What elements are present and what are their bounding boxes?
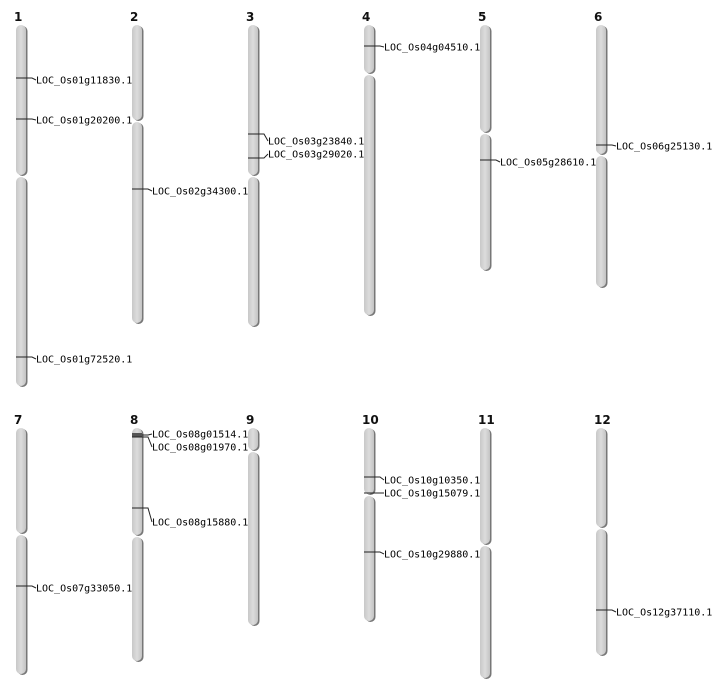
short-arm [364, 25, 374, 73]
gene-label: LOC_Os05g28610.1 [500, 158, 596, 169]
gene-leader-line [26, 585, 37, 589]
long-arm [248, 452, 258, 625]
long-arm [596, 156, 606, 287]
chromosome-label: 8 [130, 413, 138, 427]
gene-leader-line [26, 118, 37, 121]
chromosome-label: 7 [14, 413, 22, 427]
long-arm [596, 529, 606, 655]
chromosome-label: 5 [478, 10, 486, 24]
long-arm [248, 177, 258, 326]
chromosome-9: 9 [246, 413, 260, 626]
short-arm [248, 25, 258, 175]
chromosome-8: 8LOC_Os08g01514.1LOC_Os08g01970.1LOC_Os0… [130, 413, 248, 662]
short-arm [132, 25, 142, 120]
long-arm [132, 537, 142, 661]
gene-label: LOC_Os12g37110.1 [616, 608, 712, 619]
long-arm [480, 546, 490, 678]
chromosome-11: 11 [478, 413, 495, 679]
chromosome-label: 6 [594, 10, 602, 24]
gene-label: LOC_Os04g04510.1 [384, 43, 480, 54]
gene-leader-line [258, 133, 269, 142]
chromosome-label: 2 [130, 10, 138, 24]
gene-leader-line [606, 609, 617, 613]
gene-label: LOC_Os07g33050.1 [36, 584, 132, 595]
gene-label: LOC_Os10g10350.1 [384, 476, 480, 487]
gene-leader-line [142, 433, 153, 436]
short-arm [248, 428, 258, 450]
long-arm [364, 496, 374, 621]
gene-leader-line [26, 356, 37, 360]
gene-leader-line [258, 153, 269, 159]
gene-leader-line [374, 476, 385, 481]
long-arm [16, 177, 26, 386]
chromosome-label: 10 [362, 413, 379, 427]
short-arm [596, 25, 606, 154]
gene-label: LOC_Os10g29880.1 [384, 550, 480, 561]
gene-label: LOC_Os02g34300.1 [152, 187, 248, 198]
long-arm [132, 122, 142, 323]
gene-label: LOC_Os01g20200.1 [36, 116, 132, 127]
long-arm [480, 134, 490, 270]
gene-label: LOC_Os01g72520.1 [36, 355, 132, 366]
chromosome-label: 11 [478, 413, 495, 427]
short-arm [132, 428, 142, 535]
chromosome-label: 9 [246, 413, 254, 427]
short-arm [364, 428, 374, 494]
long-arm [364, 75, 374, 315]
gene-leader-line [142, 188, 153, 192]
chromosome-label: 12 [594, 413, 611, 427]
gene-label: LOC_Os10g15079.1 [384, 489, 480, 500]
chromosome-10: 10LOC_Os10g10350.1LOC_Os10g15079.1LOC_Os… [362, 413, 480, 622]
gene-label: LOC_Os06g25130.1 [616, 142, 712, 153]
gene-label: LOC_Os08g01514.1 [152, 430, 248, 441]
gene-label: LOC_Os03g23840.1 [268, 137, 364, 148]
gene-leader-line [490, 159, 501, 163]
gene-leader-line [142, 436, 153, 448]
short-arm [480, 428, 490, 544]
long-arm [16, 535, 26, 674]
chromosome-1: 1LOC_Os01g11830.1LOC_Os01g20200.1LOC_Os0… [14, 10, 132, 387]
short-arm [16, 428, 26, 533]
gene-label: LOC_Os03g29020.1 [268, 150, 364, 161]
gene-leader-line [374, 45, 385, 48]
chromosome-label: 4 [362, 10, 370, 24]
gene-label: LOC_Os08g15880.1 [152, 518, 248, 529]
gene-leader-line [606, 144, 617, 147]
short-arm [16, 25, 26, 175]
gene-label: LOC_Os08g01970.1 [152, 443, 248, 454]
gene-leader-line [374, 551, 385, 555]
gene-label: LOC_Os01g11830.1 [36, 76, 132, 87]
gene-leader-line [142, 507, 153, 523]
chromosome-label: 1 [14, 10, 22, 24]
short-arm [480, 25, 490, 132]
gene-leader-line [26, 77, 37, 81]
chromosome-label: 3 [246, 10, 254, 24]
short-arm [596, 428, 606, 527]
